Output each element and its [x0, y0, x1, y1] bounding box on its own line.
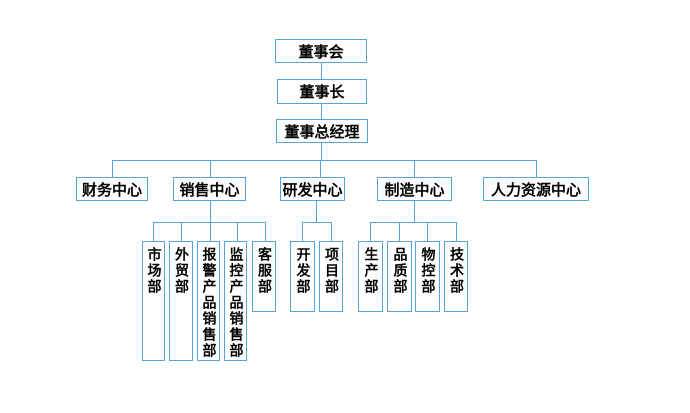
connector-drop-customer-service: [265, 222, 266, 241]
node-manufacturing-center-label: 制造中心: [384, 180, 445, 199]
node-hr-center-label: 人力资源中心: [490, 180, 581, 199]
connector-rnd-stem: [316, 201, 317, 222]
connector-drop-quality: [399, 222, 400, 241]
node-general-manager: 董事总经理: [276, 119, 368, 143]
connector-drop-foreign-trade: [181, 222, 182, 241]
connector-main-rail: [112, 160, 536, 161]
node-foreign-trade-dept-label: 外贸部: [173, 247, 189, 295]
node-finance-center-label: 财务中心: [81, 180, 142, 199]
node-development-dept: 开发部: [290, 241, 315, 312]
node-alarm-product-sales-dept: 报警产品销售部: [197, 241, 220, 361]
node-project-dept: 项目部: [319, 241, 343, 312]
connector-gm-rail: [321, 143, 322, 160]
node-material-control-dept-label: 物控部: [419, 247, 436, 295]
node-technology-dept: 技术部: [444, 241, 468, 312]
connector-drop-manufacturing: [414, 160, 415, 177]
connector-rnd-rail: [302, 222, 331, 223]
node-quality-dept: 品质部: [387, 241, 412, 312]
node-customer-service-dept: 客服部: [252, 241, 276, 312]
connector-drop-monitoring-sales: [237, 222, 238, 241]
node-chairman: 董事长: [277, 79, 367, 104]
connector-manufacturing-stem: [414, 201, 415, 222]
node-general-manager-label: 董事总经理: [284, 122, 360, 141]
connector-drop-sales: [210, 160, 211, 177]
node-alarm-product-sales-dept-label: 报警产品销售部: [200, 247, 217, 359]
node-sales-center-label: 销售中心: [179, 180, 240, 199]
node-marketing-dept: 市场部: [142, 241, 165, 361]
connector-drop-development: [302, 222, 303, 241]
connector-drop-project: [331, 222, 332, 241]
node-foreign-trade-dept: 外贸部: [169, 241, 193, 361]
node-production-dept: 生产部: [358, 241, 383, 312]
node-rnd-center: 研发中心: [280, 177, 345, 201]
node-finance-center: 财务中心: [76, 177, 148, 201]
connector-board-chairman: [321, 63, 322, 79]
connector-drop-production: [370, 222, 371, 241]
node-manufacturing-center: 制造中心: [377, 177, 452, 201]
node-development-dept-label: 开发部: [294, 247, 311, 295]
node-marketing-dept-label: 市场部: [145, 247, 162, 295]
node-technology-dept-label: 技术部: [448, 247, 464, 295]
node-sales-center: 销售中心: [173, 177, 246, 201]
connector-drop-marketing: [153, 222, 154, 241]
connector-sales-rail: [153, 222, 266, 223]
node-board-label: 董事会: [298, 42, 344, 61]
node-rnd-center-label: 研发中心: [282, 180, 343, 199]
node-customer-service-dept-label: 客服部: [256, 247, 272, 295]
node-chairman-label: 董事长: [299, 83, 345, 101]
connector-drop-alarm-sales: [210, 222, 211, 241]
connector-drop-technology: [456, 222, 457, 241]
node-quality-dept-label: 品质部: [391, 247, 408, 295]
connector-sales-stem: [210, 201, 211, 222]
connector-drop-finance: [112, 160, 113, 177]
node-production-dept-label: 生产部: [362, 247, 379, 295]
node-monitoring-product-sales-dept: 监控产品销售部: [224, 241, 247, 361]
connector-drop-material-control: [427, 222, 428, 241]
connector-drop-hr: [536, 160, 537, 177]
node-hr-center: 人力资源中心: [483, 177, 589, 201]
node-monitoring-product-sales-dept-label: 监控产品销售部: [227, 247, 244, 359]
node-material-control-dept: 物控部: [415, 241, 440, 312]
connector-drop-rnd: [320, 160, 321, 177]
connector-manufacturing-rail: [370, 222, 456, 223]
connector-chairman-gm: [321, 104, 322, 119]
node-board: 董事会: [275, 39, 367, 63]
node-project-dept-label: 项目部: [323, 247, 339, 295]
